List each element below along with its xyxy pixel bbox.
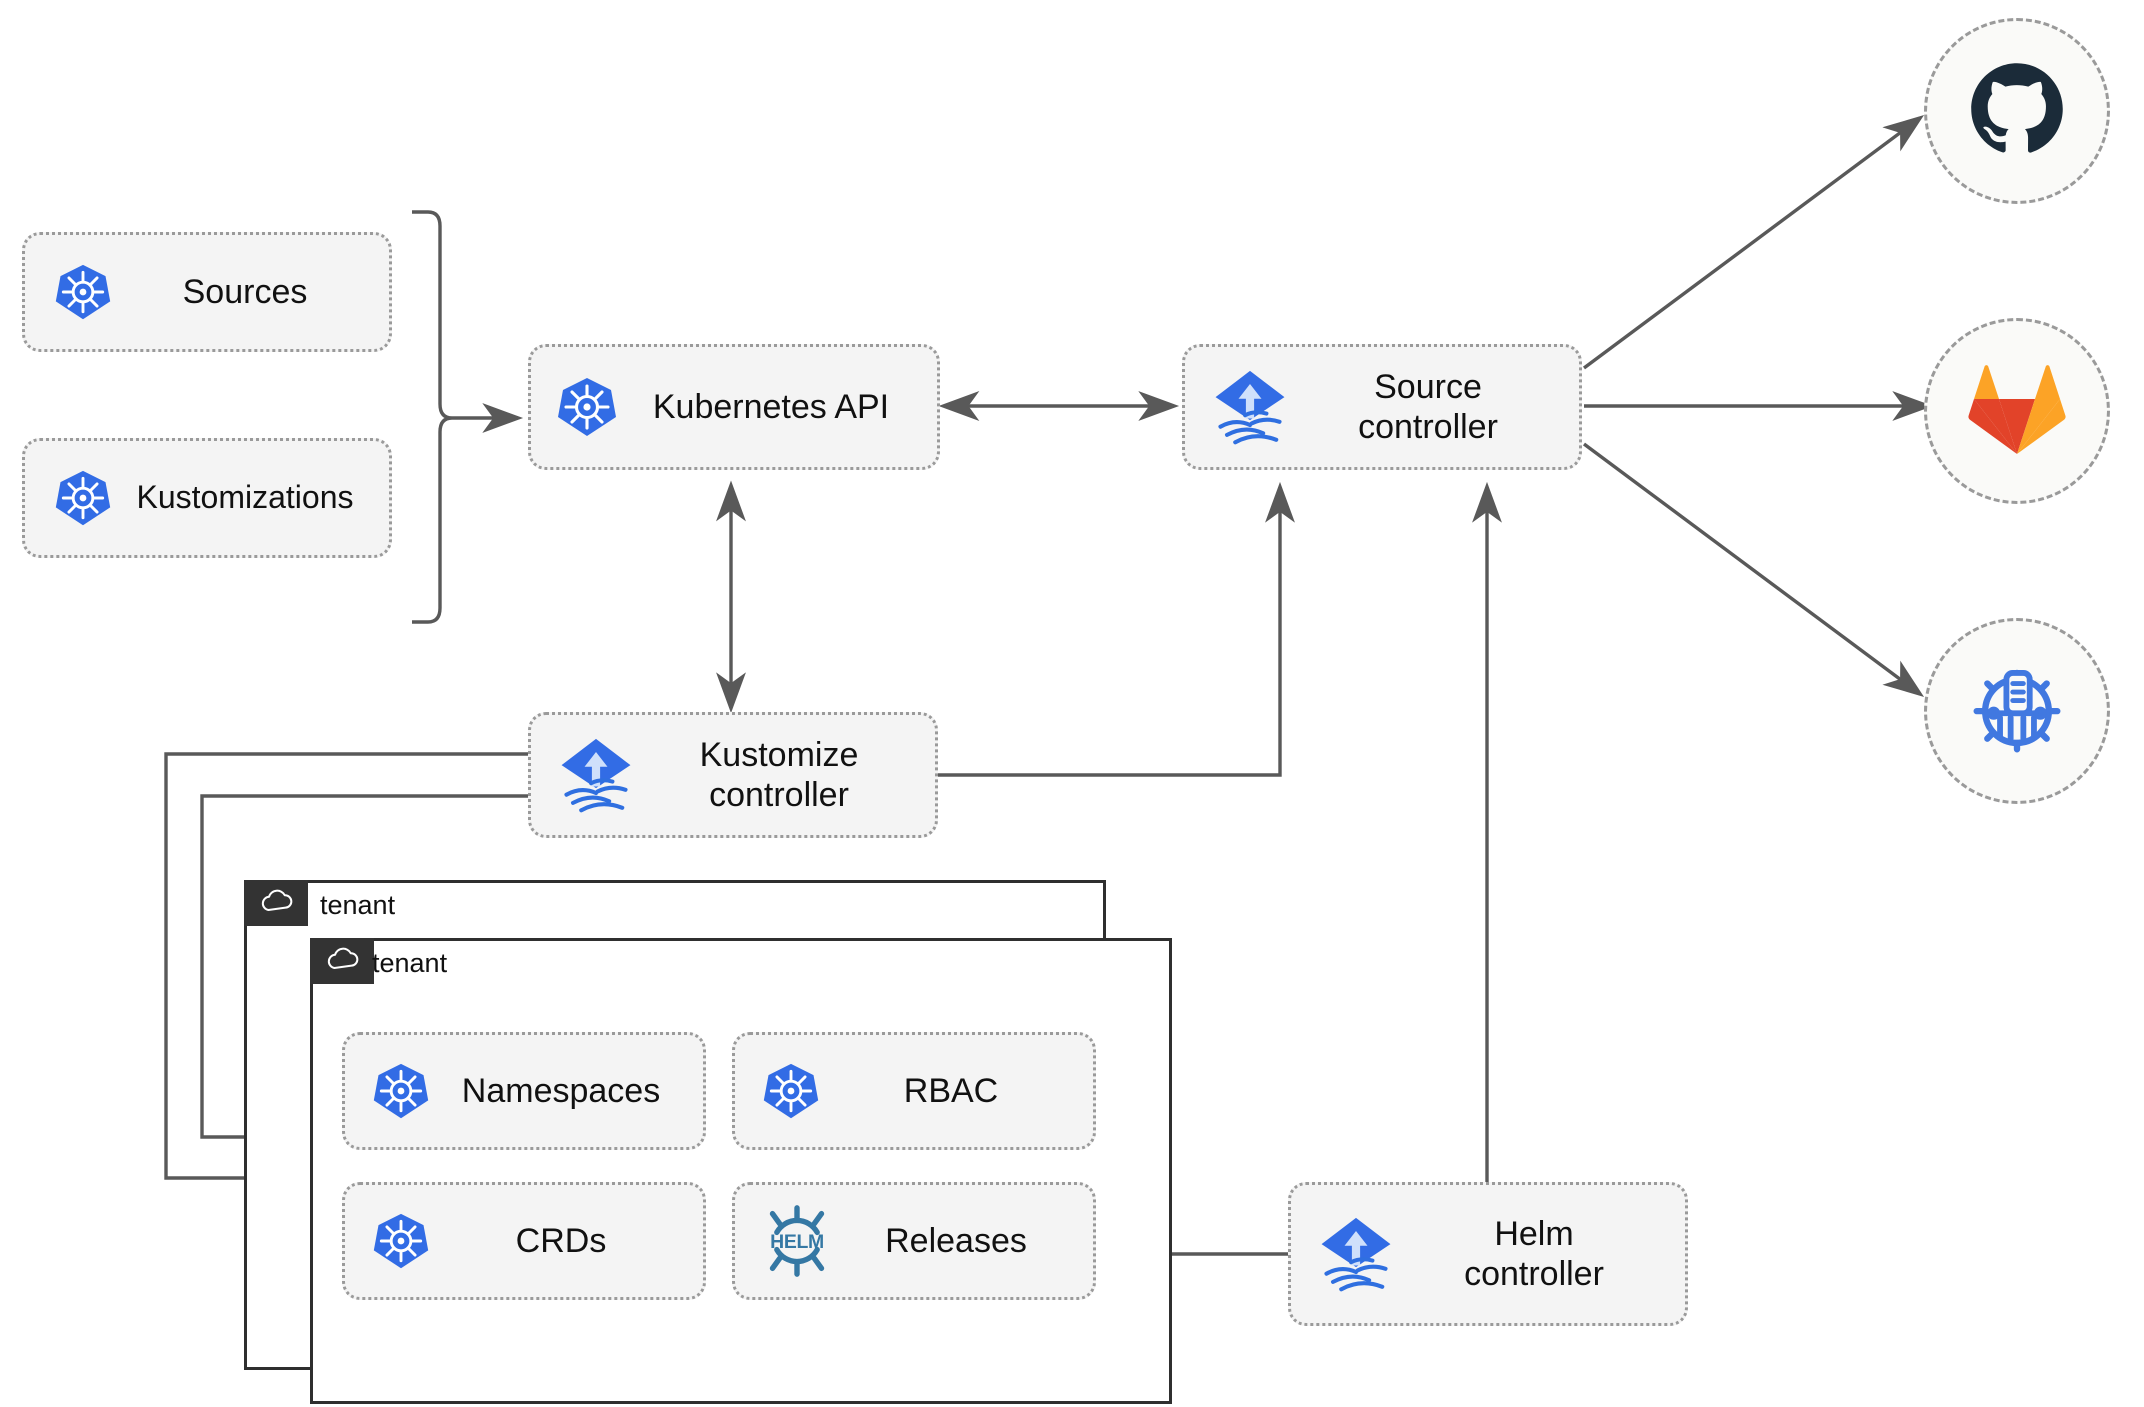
kubernetes-icon (369, 1209, 433, 1273)
node-label: Source controller (1358, 367, 1498, 446)
node-rbac[interactable]: RBAC (732, 1032, 1096, 1150)
tenant-inner-label: tenant (372, 948, 448, 978)
kubernetes-icon (759, 1059, 823, 1123)
tenant-inner-container[interactable] (310, 938, 1172, 1404)
edge-kustomize-to-source (938, 481, 1295, 777)
node-namespaces[interactable]: Namespaces (342, 1032, 706, 1150)
kubernetes-icon (555, 375, 619, 439)
node-label: RBAC (903, 1071, 999, 1110)
node-label: Namespaces (461, 1071, 661, 1110)
svg-text:HELM: HELM (770, 1231, 824, 1253)
tenant-outer-label: tenant (320, 890, 396, 920)
node-crds[interactable]: CRDs (342, 1182, 706, 1300)
node-kubernetes-api[interactable]: Kubernetes API (528, 344, 940, 470)
tenant-inner-header[interactable] (310, 938, 374, 984)
cloud-icon (258, 888, 296, 918)
kubernetes-icon (369, 1059, 433, 1123)
flux-icon (555, 734, 637, 816)
node-releases[interactable]: HELM Releases (732, 1182, 1096, 1300)
node-label: Kustomize controller (699, 735, 859, 814)
kubernetes-icon (51, 466, 115, 530)
node-label: Releases (885, 1221, 1027, 1260)
edge-source-to-helmrepo (1582, 442, 1925, 698)
node-kustomize-controller[interactable]: Kustomize controller (528, 712, 938, 838)
node-label: CRDs (515, 1221, 607, 1260)
bubble-helm-repository[interactable] (1924, 618, 2110, 804)
tenant-outer-header[interactable] (244, 880, 308, 926)
kubernetes-icon (51, 260, 115, 324)
flux-icon (1315, 1213, 1397, 1295)
edge-group-brace (412, 210, 453, 624)
bubble-gitlab[interactable] (1924, 318, 2110, 504)
node-kustomizations[interactable]: Kustomizations (22, 438, 392, 558)
node-label: Kustomizations (136, 479, 354, 516)
node-source-controller[interactable]: Source controller (1182, 344, 1582, 470)
node-label: Sources (182, 272, 308, 311)
node-sources[interactable]: Sources (22, 232, 392, 352)
flux-icon (1209, 366, 1291, 448)
node-helm-controller[interactable]: Helm controller (1288, 1182, 1688, 1326)
github-icon (1965, 57, 2069, 166)
node-label: Helm controller (1464, 1214, 1604, 1293)
edge-source-to-github (1582, 114, 1925, 370)
helm-icon: HELM (761, 1205, 833, 1277)
gitlab-icon (1967, 362, 2067, 461)
bubble-github[interactable] (1924, 18, 2110, 204)
cloud-icon (324, 946, 362, 976)
helm-repository-icon (1964, 656, 2070, 767)
node-label: Kubernetes API (652, 387, 890, 426)
